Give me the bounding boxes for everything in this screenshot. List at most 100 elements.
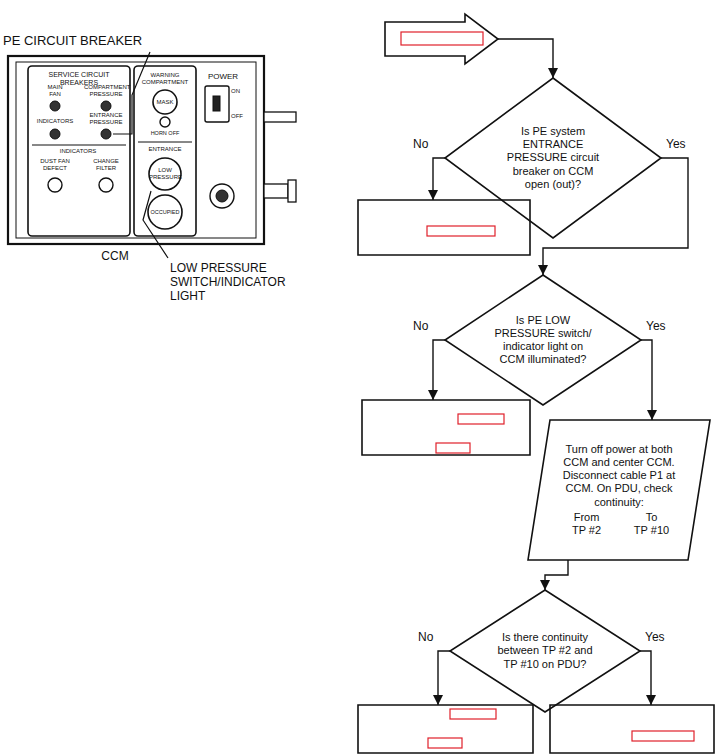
node-text: Is there continuity between TP #2 and TP…: [498, 631, 593, 671]
flow-connector: [433, 340, 445, 400]
panel-legend: CHANGE FILTER: [88, 158, 124, 172]
result-box: [550, 705, 714, 753]
branch-label: No: [416, 631, 435, 644]
reference-box: [401, 32, 483, 45]
panel-legend: MASK: [145, 99, 185, 106]
flow-connector: [438, 651, 450, 705]
node-outline: [358, 705, 533, 753]
panel-legend: MAIN FAN: [44, 84, 66, 98]
decision-text-block: Is PE system ENTRANCE PRESSURE circuit b…: [499, 125, 607, 191]
decision-diamond-outline: [445, 78, 661, 238]
process-parallelogram-outline: [528, 420, 710, 560]
start-arrow: [385, 14, 498, 64]
node-text: TP #10: [619, 524, 684, 537]
reference-box: [450, 709, 496, 719]
start-arrow-outline: [385, 14, 498, 64]
plate-inset: [16, 62, 256, 238]
leader-line: [143, 191, 168, 258]
part-label: LOW PRESSURE SWITCH/INDICATOR LIGHT: [170, 262, 320, 303]
process-text-block: Turn off power at both CCM and center CC…: [554, 443, 684, 537]
reference-box: [458, 414, 504, 424]
panel-legend: ENTRANCE PRESSURE: [88, 112, 124, 126]
power-switch-plate: [205, 86, 229, 122]
low-pressure-light: [149, 158, 181, 190]
branch-label: No: [411, 320, 430, 333]
decision-diamond: Is there continuity between TP #2 and TP…: [450, 590, 640, 712]
panel-legend: POWER: [203, 72, 243, 81]
result-box-outline: [362, 400, 530, 455]
flow-connector: [641, 340, 652, 420]
reference-box: [428, 738, 462, 748]
indicator-light: [99, 178, 113, 192]
node-outline: [385, 14, 498, 64]
panel-divider: [32, 145, 126, 146]
reference-box: [632, 731, 694, 741]
decision-diamond: Is PE system ENTRANCE PRESSURE circuit b…: [445, 78, 661, 238]
panel-legend: ENTRANCE: [141, 146, 189, 153]
result-box: [362, 400, 530, 455]
process-parallelogram: Turn off power at both CCM and center CC…: [528, 420, 710, 560]
node-text: From: [554, 511, 619, 524]
panel-legend: DUST FAN DEFECT: [38, 158, 72, 172]
node-text: To: [619, 511, 684, 524]
breaker-button: [101, 101, 111, 111]
node-outline: [362, 400, 530, 455]
horn-button: [160, 117, 170, 127]
breaker-button: [101, 129, 111, 139]
node-text: Turn off power at both CCM and center CC…: [554, 443, 684, 509]
flow-connector: [640, 651, 651, 705]
flow-connector: [498, 39, 553, 78]
result-box-outline: [358, 200, 530, 255]
ccm-panel: [8, 52, 296, 258]
indicator-light: [48, 178, 62, 192]
decision-diamond-outline: [450, 590, 640, 712]
node-outline: [550, 705, 714, 753]
warning-panel: [134, 66, 196, 236]
reference-boxes: [401, 32, 694, 748]
decision-text-block: Is there continuity between TP #2 and TP…: [498, 631, 593, 671]
part-label: PE CIRCUIT BREAKER: [3, 34, 173, 49]
result-box: [358, 200, 530, 255]
branch-label: Yes: [664, 138, 688, 151]
result-box-outline: [358, 705, 533, 753]
cable: [264, 112, 296, 122]
breaker-button: [50, 129, 60, 139]
result-box-outline: [550, 705, 714, 753]
panel-legend: COMPARTMENT PRESSURE: [84, 84, 128, 98]
continuity-table: FromToTP #2TP #10: [554, 511, 684, 537]
cable-connector: [288, 180, 296, 202]
panel-legend: OFF: [231, 113, 251, 120]
flow-connector: [433, 158, 445, 200]
connector-knob: [210, 184, 234, 208]
branch-label: No: [411, 138, 430, 151]
cable: [264, 184, 288, 198]
branch-label: Yes: [644, 320, 668, 333]
reference-box: [427, 226, 495, 236]
result-box: [358, 705, 533, 753]
decision-text-block: Is PE LOW PRESSURE switch/ indicator lig…: [494, 314, 592, 367]
part-label: CCM: [95, 250, 135, 264]
branch-label: Yes: [643, 631, 667, 644]
decision-diamond: Is PE LOW PRESSURE switch/ indicator lig…: [445, 275, 641, 405]
decision-diamond-outline: [445, 275, 641, 405]
power-toggle: [213, 96, 220, 111]
node-text: Is PE LOW PRESSURE switch/ indicator lig…: [494, 314, 592, 367]
panel-divider: [138, 142, 192, 143]
reference-box: [436, 443, 470, 453]
breaker-button: [50, 101, 60, 111]
panel-legend: LOW PRESSURE: [149, 167, 181, 181]
connector-knob: [216, 190, 228, 202]
service-panel: [28, 66, 130, 236]
panel-legend: INDICATORS: [58, 148, 98, 155]
node-text: Is PE system ENTRANCE PRESSURE circuit b…: [499, 125, 607, 191]
panel-legend: WARNING COMPARTMENT: [137, 72, 193, 86]
panel-legend: HORN OFF: [141, 130, 189, 136]
node-outline: [358, 200, 530, 255]
node-text: TP #2: [554, 524, 619, 537]
panel-legend: INDICATORS: [36, 118, 74, 125]
panel-legend: ON: [231, 88, 249, 95]
panel-legend: OCCUPIED: [145, 209, 185, 215]
flow-connector: [545, 560, 568, 590]
